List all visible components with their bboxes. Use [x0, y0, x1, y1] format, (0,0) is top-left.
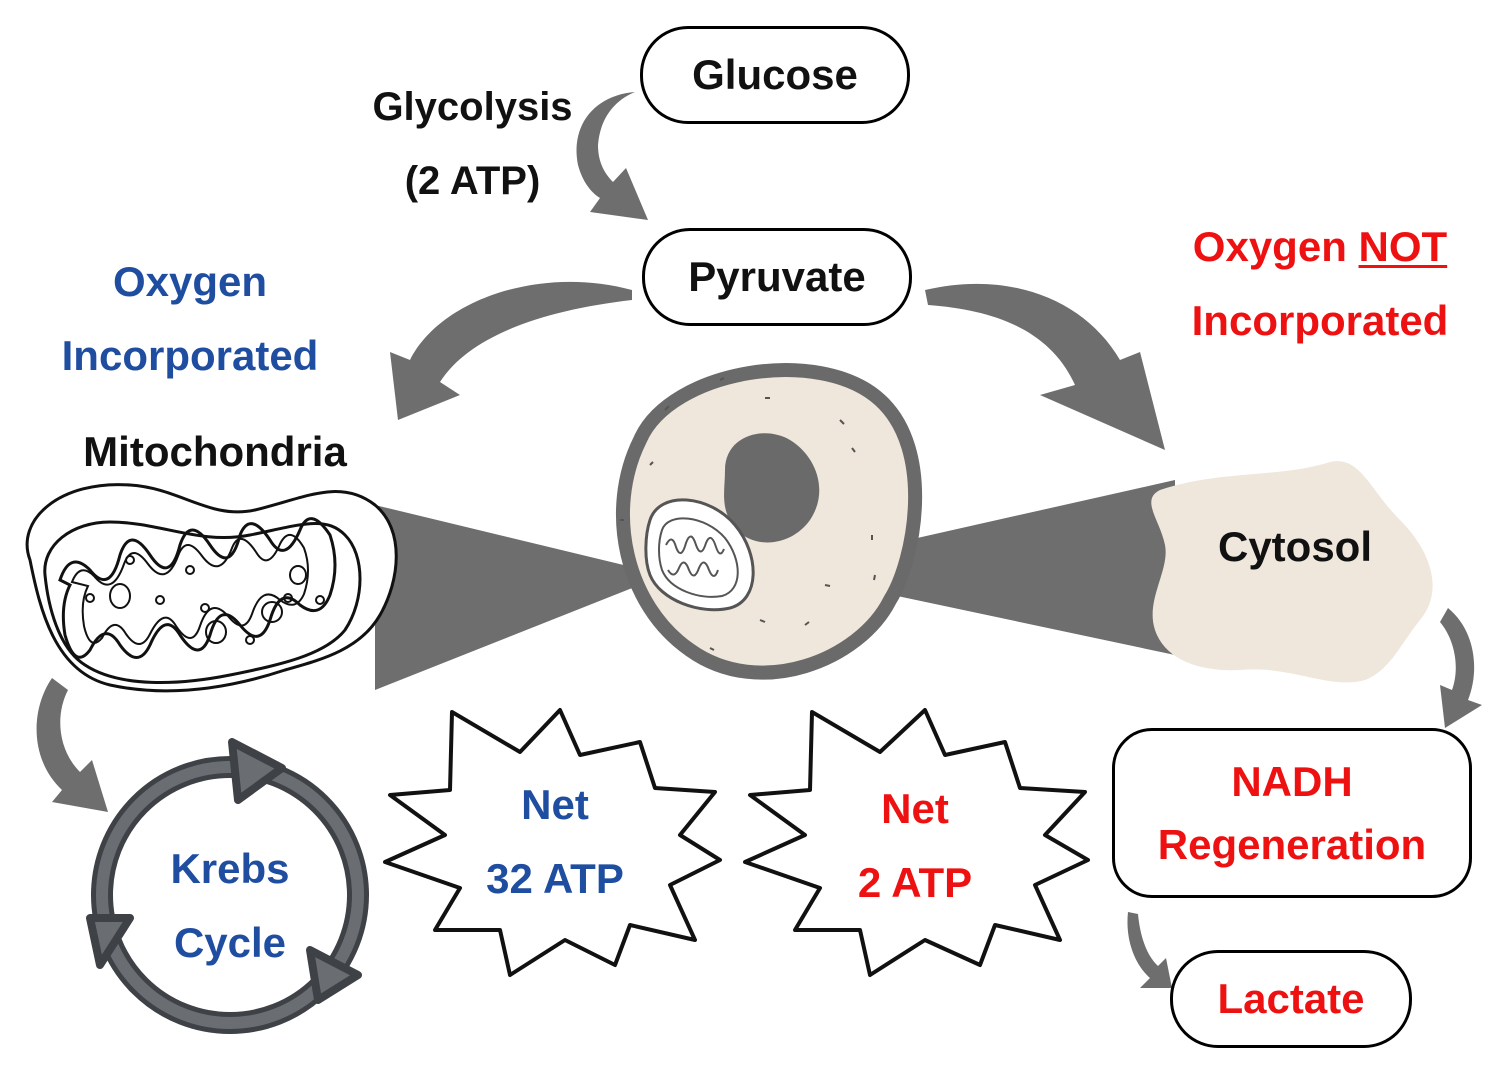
- net-2-atp-line1: Net: [881, 785, 949, 832]
- krebs-cycle-label: Krebs Cycle: [140, 832, 320, 979]
- arrow-to-krebs: [36, 678, 109, 812]
- arrow-to-nadh: [1440, 608, 1482, 728]
- arrow-to-lactate: [1127, 912, 1172, 988]
- cytosol-label: Cytosol: [1217, 523, 1372, 570]
- lactate-node: Lactate: [1170, 950, 1412, 1048]
- net-32-atp-line1: Net: [521, 781, 589, 828]
- net-32-atp-starburst: [383, 708, 722, 977]
- cytosol-blob: [1151, 461, 1433, 683]
- glucose-label: Glucose: [692, 51, 858, 98]
- cycle-arrowhead-left: [86, 914, 134, 969]
- net-2-atp-label: Net 2 ATP: [815, 772, 1015, 919]
- oxygen-incorporated-line2: Incorporated: [61, 331, 319, 379]
- krebs-cycle-icon: [86, 738, 369, 1034]
- nadh-regeneration-node: NADH Regeneration: [1112, 728, 1472, 898]
- mitochondrion-icon: [25, 483, 398, 693]
- net-32-atp-label: Net 32 ATP: [455, 768, 655, 915]
- small-mitochondrion-icon: [644, 498, 755, 612]
- net-2-atp-starburst: [743, 708, 1090, 977]
- nucleus-icon: [724, 433, 820, 543]
- arrow-to-cytosol: [925, 283, 1165, 450]
- oxygen-not-incorporated-label: Oxygen NOT Incorporated: [1160, 210, 1480, 357]
- cytosol-zoom-wedge: [775, 480, 1175, 655]
- lactate-label: Lactate: [1217, 975, 1365, 1022]
- mitochondria-label: Mitochondria: [83, 428, 347, 475]
- net-2-atp-line2: 2 ATP: [857, 858, 973, 906]
- cycle-arrowhead-top: [228, 738, 286, 804]
- krebs-line2: Cycle: [173, 918, 287, 966]
- oxygen-not-incorporated-line2: Incorporated: [1191, 296, 1449, 344]
- glycolysis-label: Glycolysis (2 ATP): [355, 70, 590, 218]
- flow-arrows: [36, 92, 1482, 988]
- not-word: NOT: [1358, 223, 1448, 270]
- oxygen-incorporated-label: Oxygen Incorporated: [30, 245, 350, 392]
- arrow-to-mitochondria: [390, 281, 632, 420]
- mitochondria-zoom-wedge: [375, 505, 665, 690]
- glycolysis-line1: Glycolysis: [372, 85, 573, 129]
- nadh-label-line2: Regeneration: [1157, 821, 1427, 868]
- krebs-line1: Krebs: [170, 845, 290, 892]
- net-32-atp-line2: 32 ATP: [486, 854, 624, 902]
- glycolysis-arrow: [576, 92, 648, 220]
- pyruvate-node: Pyruvate: [642, 228, 912, 326]
- oxygen-word: Oxygen: [1192, 223, 1347, 270]
- glucose-node: Glucose: [640, 26, 910, 124]
- nadh-label-line1: NADH: [1231, 758, 1353, 805]
- oxygen-incorporated-line1: Oxygen: [112, 258, 268, 305]
- pyruvate-label: Pyruvate: [688, 253, 866, 300]
- cell-icon: [615, 363, 922, 680]
- glycolysis-line2: (2 ATP): [404, 159, 541, 203]
- cycle-arrowhead-right: [306, 946, 362, 1004]
- oxygen-not-incorporated-line1: Oxygen NOT: [1160, 210, 1480, 284]
